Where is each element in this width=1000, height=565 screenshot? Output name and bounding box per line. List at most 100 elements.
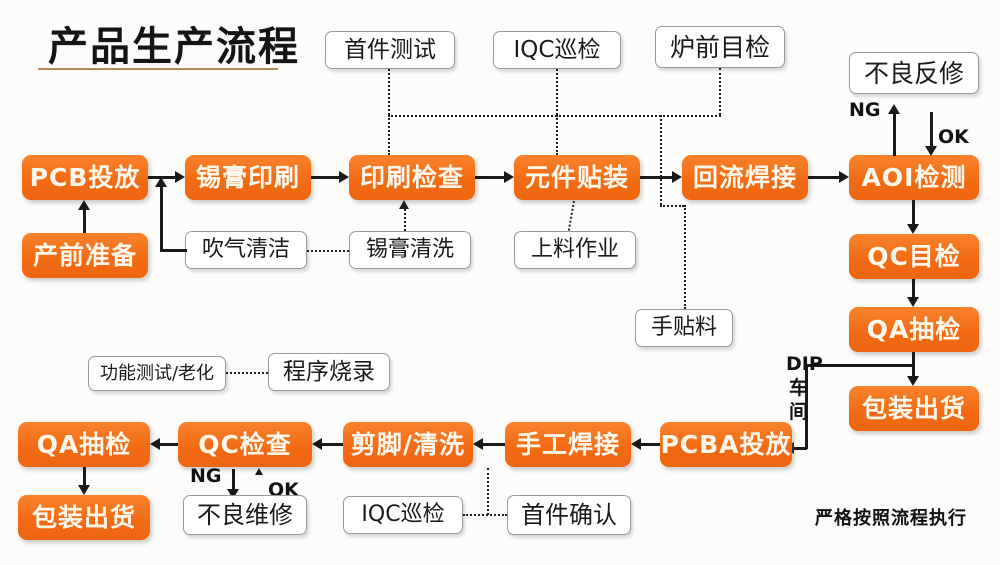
node-label: 剪脚/清洗: [350, 430, 466, 459]
aux-node-pre-furnace-visual[interactable]: 炉前目检: [655, 26, 785, 68]
edge-airblow-left: [160, 249, 187, 252]
process-node-qc-visual[interactable]: QC目检: [849, 234, 979, 279]
dotted-airblow-to-pasteclean: [307, 250, 349, 252]
arrowhead-pcba-to-manual-solder: [631, 438, 641, 450]
edge-label-dip-workshop-line1: DIP: [786, 353, 823, 375]
arrowhead-aoi-to-qc-visual: [907, 224, 919, 234]
arrowhead-aoi-ok: [925, 146, 937, 156]
node-label: 元件贴装: [524, 163, 629, 192]
aux-label: IQC巡检: [513, 36, 601, 63]
node-label: PCB投放: [29, 163, 141, 192]
edge-mount-to-reflow: [640, 176, 672, 179]
node-label: 回流焊接: [692, 163, 797, 192]
process-node-qa-sampling-dip[interactable]: QA抽检: [18, 422, 150, 467]
process-node-component-mount[interactable]: 元件贴装: [514, 155, 640, 200]
arrowhead-qa-sampling-dip-to-packing: [78, 485, 90, 495]
dotted-jog-reflow-branch: [660, 205, 684, 207]
edge-label-dip-workshop-line3: 间: [789, 401, 809, 423]
arrowhead-qc-check-ng: [227, 489, 239, 499]
process-node-aoi-inspection[interactable]: AOI检测: [849, 155, 979, 200]
edge-rework-ok-to-aoi: [930, 112, 933, 147]
edge-dip-branch-into-pcba: [793, 447, 807, 450]
dotted-drop-to-component-mount: [556, 115, 558, 155]
arrowhead-airblow-to-mainline: [155, 177, 167, 187]
arrowhead-manual-solder-to-cut-clean: [473, 438, 483, 450]
node-label: PCBA投放: [660, 430, 792, 459]
arrowhead-qa-sampling-to-packing: [907, 376, 919, 386]
process-node-pcb-loading[interactable]: PCB投放: [22, 155, 148, 200]
page-title: 产品生产流程: [48, 24, 300, 70]
process-node-packing-shipping[interactable]: 包装出货: [849, 386, 979, 431]
process-node-pre-production[interactable]: 产前准备: [22, 233, 148, 278]
process-node-qc-check[interactable]: QC检查: [178, 422, 312, 467]
footer-note: 严格按照流程执行: [815, 508, 967, 529]
node-label: QC检查: [198, 430, 292, 459]
aux-label: 吹气清洁: [201, 237, 290, 262]
aux-label: 上料作业: [530, 237, 619, 262]
process-node-pcba-loading[interactable]: PCBA投放: [660, 422, 792, 467]
aux-node-first-article-test[interactable]: 首件测试: [325, 31, 455, 69]
aux-node-air-blow-clean[interactable]: 吹气清洁: [185, 231, 307, 269]
dotted-iqc-to-firstarticle: [463, 514, 507, 516]
arrowhead-pre-production-to-pcb: [78, 200, 90, 210]
node-label: QA抽检: [36, 430, 132, 459]
edge-qc-check-ng-to-repair: [232, 469, 235, 491]
aux-node-program-burn[interactable]: 程序烧录: [268, 353, 390, 391]
aux-label: 程序烧录: [283, 358, 375, 385]
aux-node-feeding-work[interactable]: 上料作业: [514, 231, 636, 269]
arrowhead-reflow-to-aoi: [839, 171, 849, 183]
node-label: 印刷检查: [359, 163, 464, 192]
dotted-drop-iqc-top: [556, 69, 558, 115]
process-node-print-inspection[interactable]: 印刷检查: [349, 155, 475, 200]
edge-cut-clean-to-qc-check: [322, 443, 343, 446]
aux-node-defect-repair[interactable]: 不良维修: [183, 495, 307, 535]
aux-node-first-article-confirm[interactable]: 首件确认: [507, 495, 631, 535]
dotted-drop-reflow-branch: [660, 115, 662, 205]
node-label: 产前准备: [32, 241, 137, 270]
edge-print-inspect-to-mount: [475, 176, 504, 179]
arrowhead-pcb-to-paste: [175, 171, 185, 183]
edge-qa-sampling-to-packing: [912, 352, 915, 377]
arrowhead-qc-check-to-qa-sampling-dip: [150, 438, 160, 450]
aux-node-defect-rework[interactable]: 不良反修: [849, 52, 979, 94]
aux-label: 功能测试/老化: [99, 362, 215, 384]
aux-node-iqc-patrol-bottom[interactable]: IQC巡检: [343, 496, 463, 534]
node-label: QC目检: [867, 242, 961, 271]
process-node-cut-clean[interactable]: 剪脚/清洗: [343, 422, 473, 467]
process-node-reflow-solder[interactable]: 回流焊接: [682, 155, 808, 200]
aux-label: 不良维修: [197, 501, 293, 529]
edge-dip-branch-top: [805, 364, 913, 367]
edge-qa-sampling-dip-to-packing: [83, 467, 86, 486]
aux-label: 不良反修: [863, 58, 964, 88]
edge-pre-production-to-pcb: [83, 209, 86, 233]
edge-qc-visual-to-qa-sampling: [912, 279, 915, 298]
dotted-drop-to-paste-print: [388, 115, 390, 155]
edge-dip-branch-down: [805, 364, 808, 449]
process-node-solder-paste-print[interactable]: 锡膏印刷: [185, 155, 311, 200]
dotted-pasteclean-to-print-inspect: [404, 209, 406, 231]
dotted-functiontest-to-programburn: [226, 372, 268, 374]
arrowhead-pasteclean-to-print-inspect: [399, 200, 409, 209]
edge-qc-check-to-qa-sampling-dip: [160, 443, 178, 446]
process-node-packing-shipping-dip[interactable]: 包装出货: [18, 495, 150, 540]
arrowhead-print-inspect-to-mount: [504, 171, 514, 183]
aux-node-function-test-aging[interactable]: 功能测试/老化: [88, 356, 226, 391]
edge-manual-solder-to-cut-clean: [483, 443, 505, 446]
aux-label: IQC巡检: [361, 502, 445, 527]
arrowhead-qc-check-ok: [255, 468, 263, 475]
aux-label: 炉前目检: [669, 32, 770, 62]
aux-node-paste-clean[interactable]: 锡膏清洗: [349, 231, 471, 269]
edge-aoi-to-qc-visual: [912, 200, 915, 225]
edge-reflow-to-aoi: [808, 176, 839, 179]
edge-label-dip-workshop-line2: 车: [789, 377, 809, 399]
aux-node-iqc-patrol-top[interactable]: IQC巡检: [493, 31, 621, 69]
arrowhead-paste-to-print-inspect: [339, 171, 349, 183]
arrowhead-aoi-ng: [888, 104, 900, 114]
node-label: AOI检测: [861, 163, 967, 192]
process-node-qa-sampling[interactable]: QA抽检: [849, 307, 979, 352]
arrowhead-cut-clean-to-qc-check: [312, 438, 322, 450]
aux-label: 首件确认: [521, 501, 617, 529]
aux-node-manual-placement[interactable]: 手贴料: [635, 309, 733, 347]
process-node-manual-solder[interactable]: 手工焊接: [505, 422, 631, 467]
